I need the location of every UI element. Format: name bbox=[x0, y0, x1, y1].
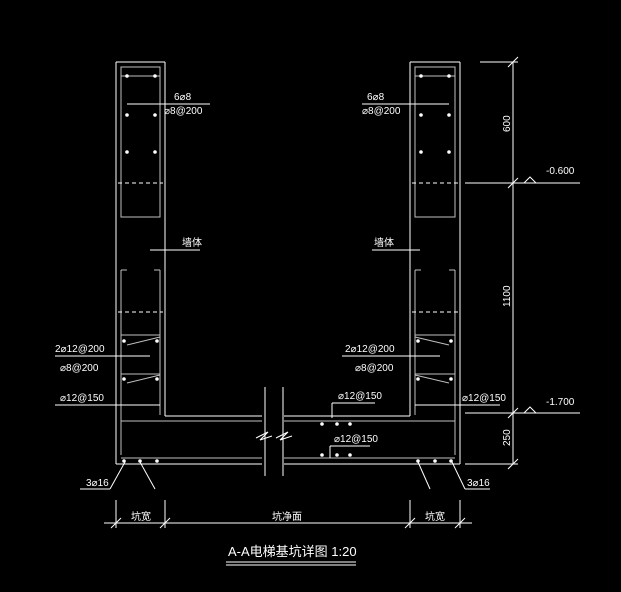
top-bar-right-label: 6⌀8 bbox=[367, 92, 385, 103]
dim-bottom-left-label: 坑宽 bbox=[131, 510, 151, 523]
top-stirrup-left-label: ⌀8@200 bbox=[164, 106, 203, 117]
slab-bot-bar-label: ⌀12@150 bbox=[334, 434, 378, 445]
pit-slab bbox=[116, 387, 460, 476]
horizontal-dimensions bbox=[104, 500, 472, 529]
elev-lower-label: -1.700 bbox=[546, 397, 575, 408]
slab-edge-right-label: ⌀12@150 bbox=[462, 393, 506, 404]
slab-top-bar-label: ⌀12@150 bbox=[338, 391, 382, 402]
drawing-title: A-A电梯基坑详图 1:20 bbox=[228, 544, 357, 559]
mid-stirrup-left-label: ⌀8@200 bbox=[60, 363, 99, 374]
leader-lines bbox=[55, 103, 500, 490]
dim-600-label: 600 bbox=[502, 115, 513, 132]
dim-bottom-right-label: 坑宽 bbox=[425, 510, 445, 523]
top-bar-left-label: 6⌀8 bbox=[174, 92, 192, 103]
mid-stirrup-right-label: ⌀8@200 bbox=[355, 363, 394, 374]
vertical-dimensions bbox=[465, 56, 580, 470]
elev-upper-label: -0.600 bbox=[546, 166, 575, 177]
wall-left-label: 墙体 bbox=[182, 236, 202, 249]
mid-bar-left-label: 2⌀12@200 bbox=[55, 344, 105, 355]
dim-bottom-mid-label: 坑净面 bbox=[272, 510, 302, 523]
rebar-dots bbox=[122, 74, 453, 463]
dim-1100-label: 1100 bbox=[502, 285, 513, 307]
top-stirrup-right-label: ⌀8@200 bbox=[362, 106, 401, 117]
left-wall bbox=[115, 61, 166, 464]
corner-right-label: 3⌀16 bbox=[467, 478, 490, 489]
mid-bar-right-label: 2⌀12@200 bbox=[345, 344, 395, 355]
wall-right-label: 墙体 bbox=[374, 236, 394, 249]
slab-edge-left-label: ⌀12@150 bbox=[60, 393, 104, 404]
dim-250-label: 250 bbox=[502, 429, 513, 446]
right-wall bbox=[409, 61, 461, 464]
corner-left-label: 3⌀16 bbox=[86, 478, 109, 489]
